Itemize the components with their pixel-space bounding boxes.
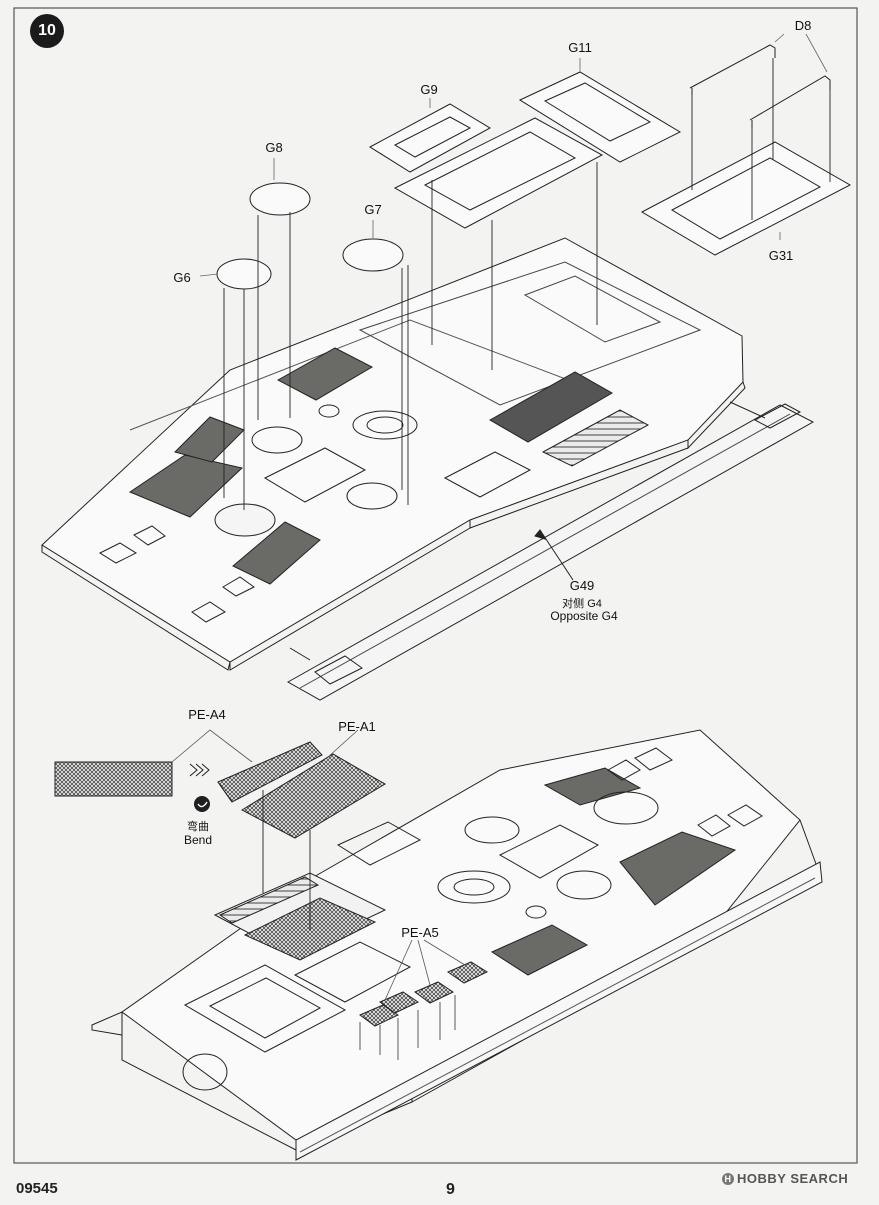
antislip-panel	[619, 831, 737, 906]
antislip-panel	[232, 521, 321, 585]
antislip-panel	[490, 924, 589, 976]
label-g6: G6	[173, 270, 191, 285]
label-g9: G9	[420, 82, 438, 97]
top-hull-outline	[41, 237, 744, 663]
part-g9	[369, 103, 492, 173]
product-code: 09545	[16, 1180, 58, 1197]
antislip-panel	[128, 454, 244, 518]
antislip-panel	[276, 347, 374, 401]
label-g11: G11	[568, 40, 592, 55]
part-pe-a1	[240, 753, 386, 839]
step-number-badge: 10	[30, 14, 64, 48]
label-pe-a5: PE-A5	[401, 925, 439, 940]
label-g49-chinese: 对侧 G4	[562, 598, 602, 610]
watermark-text: HOBBY SEARCH	[737, 1171, 849, 1186]
label-g7: G7	[364, 202, 382, 217]
label-bend-chinese: 弯曲	[187, 821, 209, 833]
bottom-exploded-parts	[54, 729, 466, 1001]
part-g7	[342, 238, 404, 272]
label-bend-english: Bend	[183, 833, 213, 847]
page-number: 9	[446, 1181, 455, 1198]
engine-grille	[488, 371, 614, 443]
label-g49: G49	[569, 578, 595, 593]
antislip-panel	[543, 767, 642, 806]
label-g49-english: Opposite G4	[550, 609, 618, 623]
bottom-hull-assembly	[91, 729, 823, 1161]
label-d8: D8	[794, 18, 812, 33]
label-g8: G8	[265, 140, 283, 155]
top-hull-assembly	[41, 237, 815, 701]
label-pe-a1: PE-A1	[338, 719, 376, 734]
part-g6	[216, 258, 272, 290]
part-d8-rail	[749, 75, 831, 121]
part-pe-a4-flat	[54, 761, 173, 797]
part-g8	[249, 182, 311, 216]
side-skirt-g49	[286, 404, 815, 701]
watermark-logo: H	[722, 1173, 734, 1185]
top-exploded-parts	[199, 33, 852, 510]
bend-symbol	[194, 796, 210, 812]
part-g31	[640, 141, 852, 256]
label-pe-a4: PE-A4	[188, 707, 226, 722]
part-d8-rail	[689, 44, 776, 89]
part-deck-plate	[393, 117, 604, 229]
label-g31: G31	[768, 248, 794, 263]
